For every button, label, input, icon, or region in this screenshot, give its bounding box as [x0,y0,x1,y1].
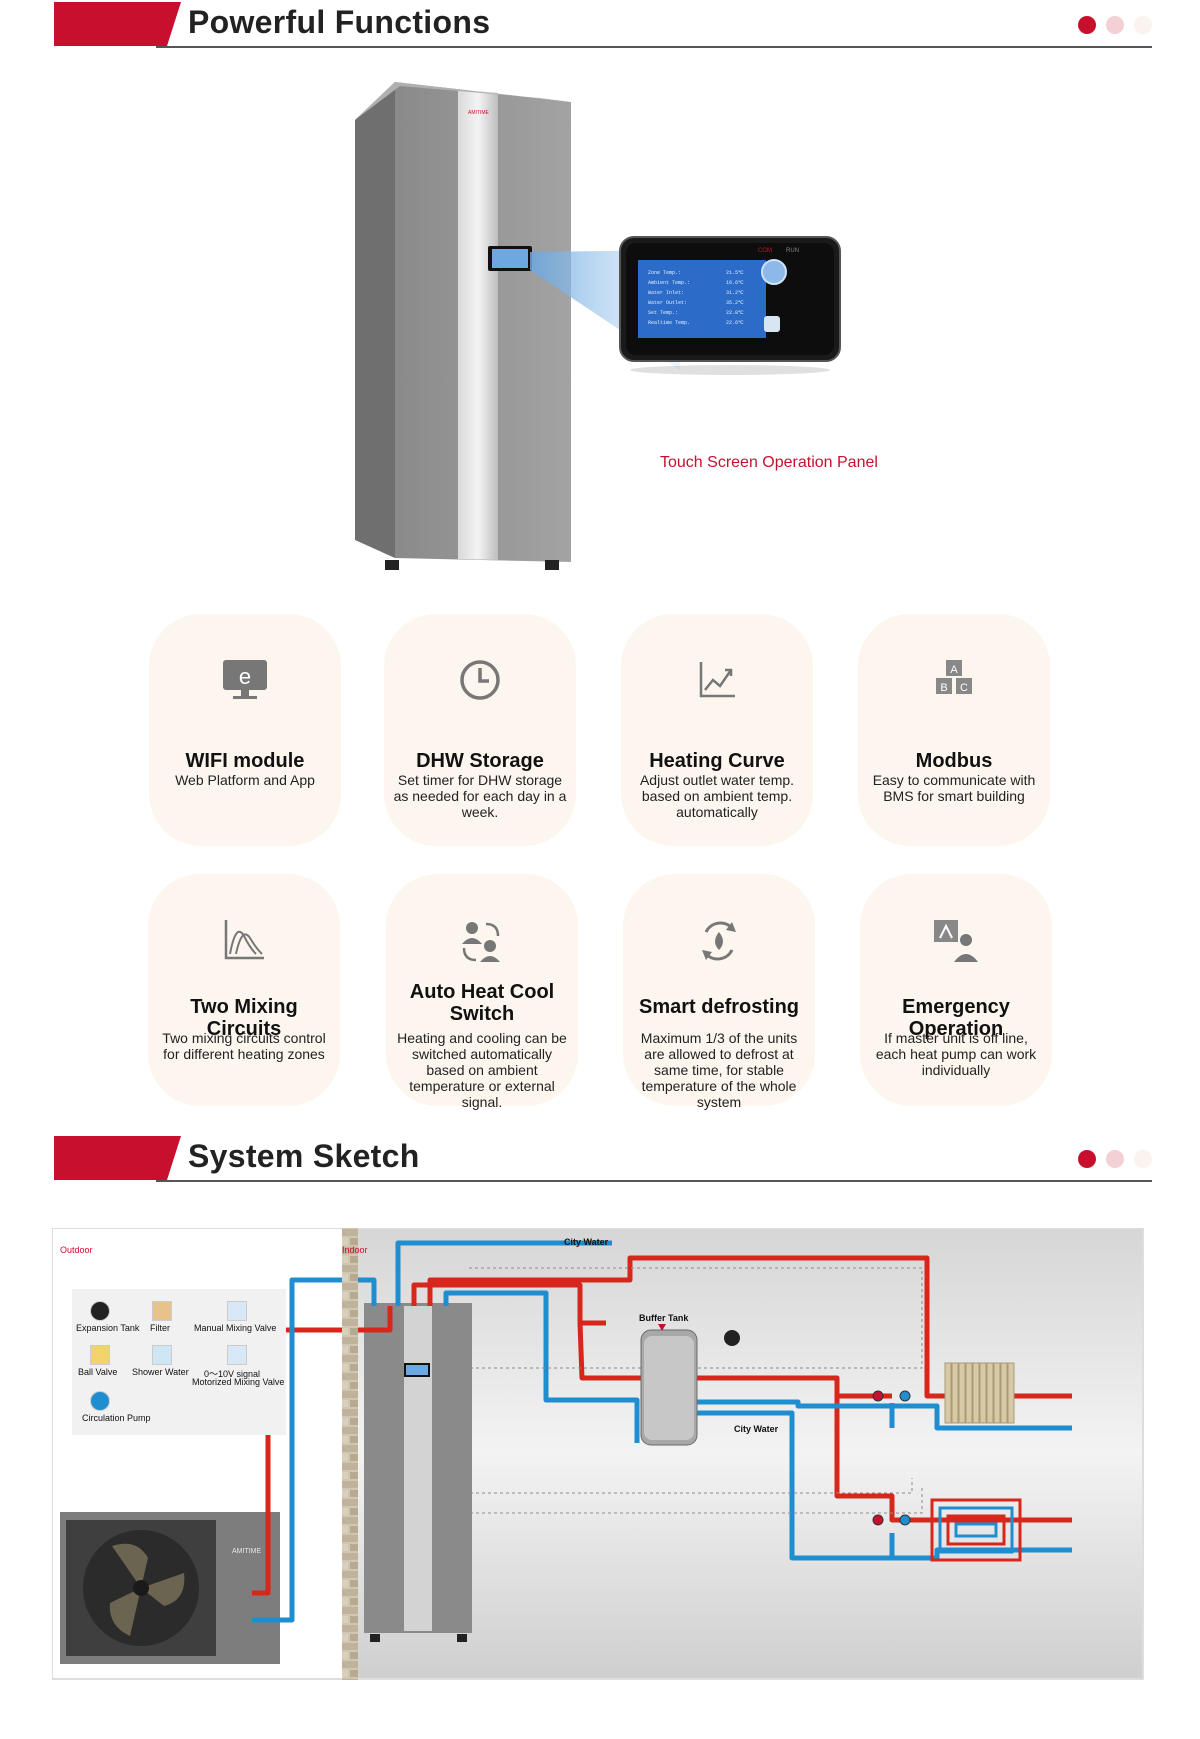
panel-row-value: 35.2℃ [726,300,744,306]
panel-row-value: 16.6℃ [726,280,744,286]
mixing-curve-icon [148,918,340,966]
manual-mixing-valve-icon [227,1301,247,1321]
panel-row-label: Water Inlet: [648,290,684,296]
legend-expansion-tank: Expansion Tank [76,1323,140,1333]
defrost-cycle-icon [623,918,815,966]
panel-run-label: RUN [786,248,799,254]
user-switch-icon [386,918,578,966]
section-title: Powerful Functions [188,4,491,40]
header-dots [1078,1150,1152,1168]
circulation-pump-icon [90,1391,110,1411]
panel-readout-rows: Zone Temp.: 21.5℃ Ambient Temp.: 16.6℃ Water… [648,270,744,326]
feature-description: Maximum 1/3 of the units are allowed to … [640,1030,798,1110]
header-dots [1078,16,1152,34]
panel-row-label: Realtime Temp. [648,320,690,326]
section-header-functions: Powerful Functions [54,2,1152,58]
svg-text:e: e [239,664,251,689]
legend-ball-valve: Ball Valve [78,1367,118,1377]
dot-faint [1134,1150,1152,1168]
dot-active [1078,16,1096,34]
legend-motorized-line2: Motorized Mixing Valve [192,1377,285,1387]
feature-description: Adjust outlet water temp. based on ambie… [639,772,795,820]
header-divider [156,1180,1152,1182]
legend-motorized-line1: 0～10V signal [204,1369,261,1379]
feature-title: Auto Heat Cool Switch [409,981,555,1025]
header-red-tab [54,2,181,46]
panel-caption: Touch Screen Operation Panel [660,454,878,471]
legend-manual-mixing-valve: Manual Mixing Valve [194,1323,277,1333]
panel-row-label: Ambient Temp.: [648,280,690,286]
buffer-tank-label: Buffer Tank [639,1313,689,1323]
svg-text:C: C [960,682,968,694]
svg-text:AMITIME: AMITIME [468,110,489,116]
city-water-tank-label: City Water [734,1424,779,1434]
shower-icon [152,1345,172,1365]
city-water-label: City Water [564,1237,609,1247]
feature-title: Smart defrosting [638,996,800,1018]
svg-text:B: B [940,682,947,694]
feature-description: Web Platform and App [175,772,315,788]
system-sketch-diagram: AMITIME [52,1228,1144,1680]
feature-description: If master unit is off line, each heat pu… [875,1030,1037,1078]
svg-text:A: A [950,664,958,676]
panel-row-label: Water Outlet: [648,300,687,306]
feature-description: Heating and cooling can be switched auto… [397,1030,567,1110]
panel-row-value: 21.5℃ [726,270,744,276]
feature-title: WIFI module [185,750,305,772]
feature-description: Set timer for DHW storage as needed for … [393,772,567,820]
feature-title: Modbus [915,750,993,772]
emergency-person-icon [860,918,1052,966]
expansion-tank-icon [90,1301,110,1321]
header-divider [156,46,1152,48]
motorized-valve-icon [227,1345,247,1365]
dot-active [1078,1150,1096,1168]
dot-inactive [1106,1150,1124,1168]
feature-title: Heating Curve [649,750,785,772]
product-illustration: AMITIME COM RUN Zone Temp.: 21.5℃ Ambient … [355,82,841,570]
legend-shower-water: Shower Water [132,1367,189,1377]
panel-row-label: Set Temp.: [648,310,678,316]
panel-com-label: COM [758,248,772,254]
sketch-legend: Expansion Tank Filter Manual Mixing Valv… [72,1289,286,1435]
section-header-sketch: System Sketch [54,1136,1152,1192]
legend-filter: Filter [150,1323,170,1333]
feature-description: Two mixing circuits control for differen… [162,1030,326,1062]
header-red-tab [54,1136,181,1180]
feature-title: DHW Storage [416,750,544,772]
legend-circulation-pump: Circulation Pump [82,1413,151,1423]
section-title: System Sketch [188,1138,420,1174]
chart-curve-icon [621,658,813,706]
panel-row-value: 31.2℃ [726,290,744,296]
wifi-monitor-icon: e [149,658,341,706]
panel-row-value: 22.0℃ [726,310,744,316]
clock-icon [384,658,576,706]
panel-row-value: 22.6℃ [726,320,744,326]
ball-valve-icon [90,1345,110,1365]
filter-icon [152,1301,172,1321]
dot-inactive [1106,16,1124,34]
feature-description: Easy to communicate with BMS for smart b… [872,772,1036,804]
indoor-label: Indoor [342,1245,368,1255]
outdoor-label: Outdoor [60,1245,93,1255]
dot-faint [1134,16,1152,34]
panel-row-label: Zone Temp.: [648,270,681,276]
feature-title: Two Mixing Circuits [190,996,298,1040]
feature-title: Emergency Operation [902,996,1010,1040]
brand-label: AMITIME [232,1548,261,1555]
